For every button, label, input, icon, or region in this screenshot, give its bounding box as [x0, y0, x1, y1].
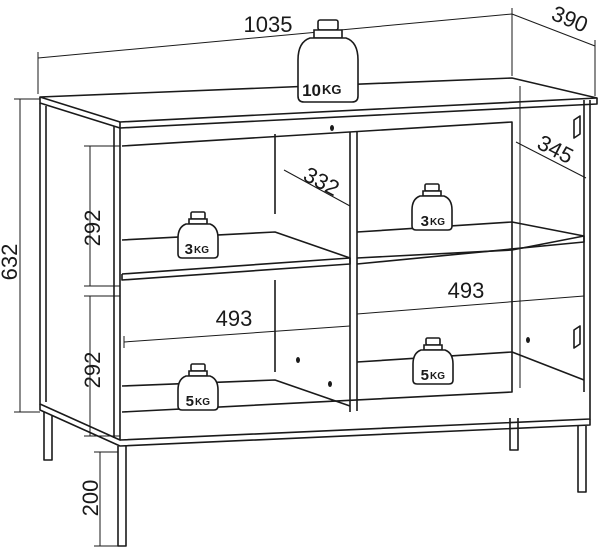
weight-icon-top: 10 KG	[297, 19, 359, 103]
dimension-lower-height: 292	[80, 295, 120, 437]
dimension-inner-depth-left: 332	[283, 162, 351, 207]
dimension-leg-height: 200	[78, 451, 118, 547]
dimension-leg-height-label: 200	[78, 480, 103, 517]
dimension-inner-depth-right-label: 345	[533, 130, 577, 169]
weight-icon-upper-left: 3 KG	[177, 211, 219, 259]
weight-upper-right-unit: KG	[430, 217, 445, 228]
dimension-compartment-right-label: 493	[448, 278, 485, 303]
cabinet-legs	[43, 412, 587, 547]
weight-icon-upper-right: 3 KG	[411, 183, 453, 231]
dimension-compartment-left-label: 493	[216, 306, 253, 331]
dimension-height: 632	[0, 98, 40, 413]
dimension-depth-label: 390	[548, 1, 591, 38]
weight-upper-left-unit: KG	[194, 245, 209, 256]
dimension-compartment-left: 493	[123, 306, 351, 348]
dimension-upper-height-label: 292	[80, 210, 105, 247]
weight-top-unit: KG	[322, 82, 342, 97]
cabinet-body	[39, 77, 598, 447]
weight-lower-right-unit: KG	[430, 371, 445, 382]
dimension-width: 1035	[37, 8, 513, 94]
weight-upper-left-number: 3	[185, 241, 193, 258]
weight-top-number: 10	[302, 81, 321, 100]
dimension-upper-height: 292	[80, 145, 120, 287]
dimension-lower-height-label: 292	[80, 352, 105, 389]
dimension-width-label: 1035	[244, 12, 293, 37]
weight-lower-left-unit: KG	[195, 397, 210, 408]
dimension-inner-depth-left-label: 332	[299, 162, 343, 201]
weight-upper-right-number: 3	[421, 213, 429, 230]
weight-lower-left-number: 5	[186, 393, 194, 410]
weight-icon-lower-right: 5 KG	[412, 337, 454, 385]
weight-icon-lower-left: 5 KG	[177, 363, 219, 411]
dimension-height-label: 632	[0, 244, 22, 281]
dimension-compartment-right: 493	[356, 278, 585, 320]
weight-lower-right-number: 5	[421, 367, 429, 384]
